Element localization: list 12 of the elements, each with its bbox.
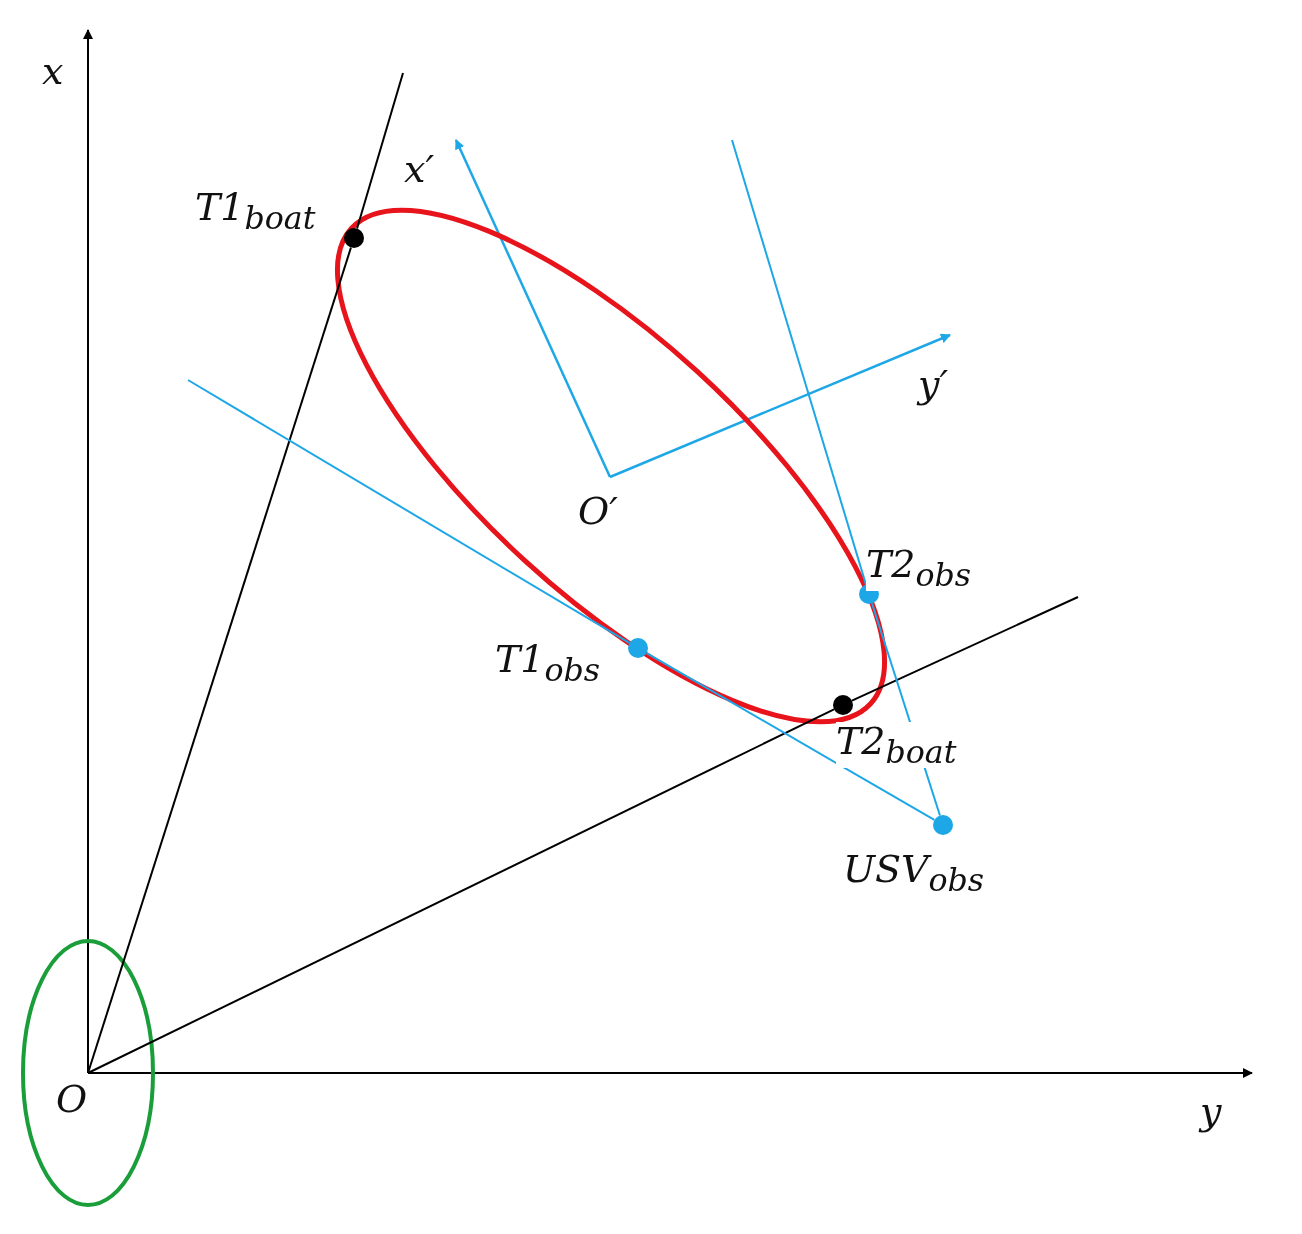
point-label: O bbox=[56, 1080, 88, 1118]
point-marker bbox=[933, 815, 953, 835]
point-marker bbox=[628, 638, 648, 658]
point-marker bbox=[833, 695, 853, 715]
tangent-line bbox=[87, 246, 352, 1074]
axis-label: x′ bbox=[404, 150, 435, 188]
point-marker bbox=[344, 228, 364, 248]
point-label: T2$_{boat}$ bbox=[836, 722, 957, 769]
tangent-line bbox=[87, 708, 835, 1074]
tangent-line bbox=[645, 652, 936, 821]
axis-label: O′ bbox=[578, 492, 618, 530]
axis-label: x bbox=[42, 52, 64, 90]
